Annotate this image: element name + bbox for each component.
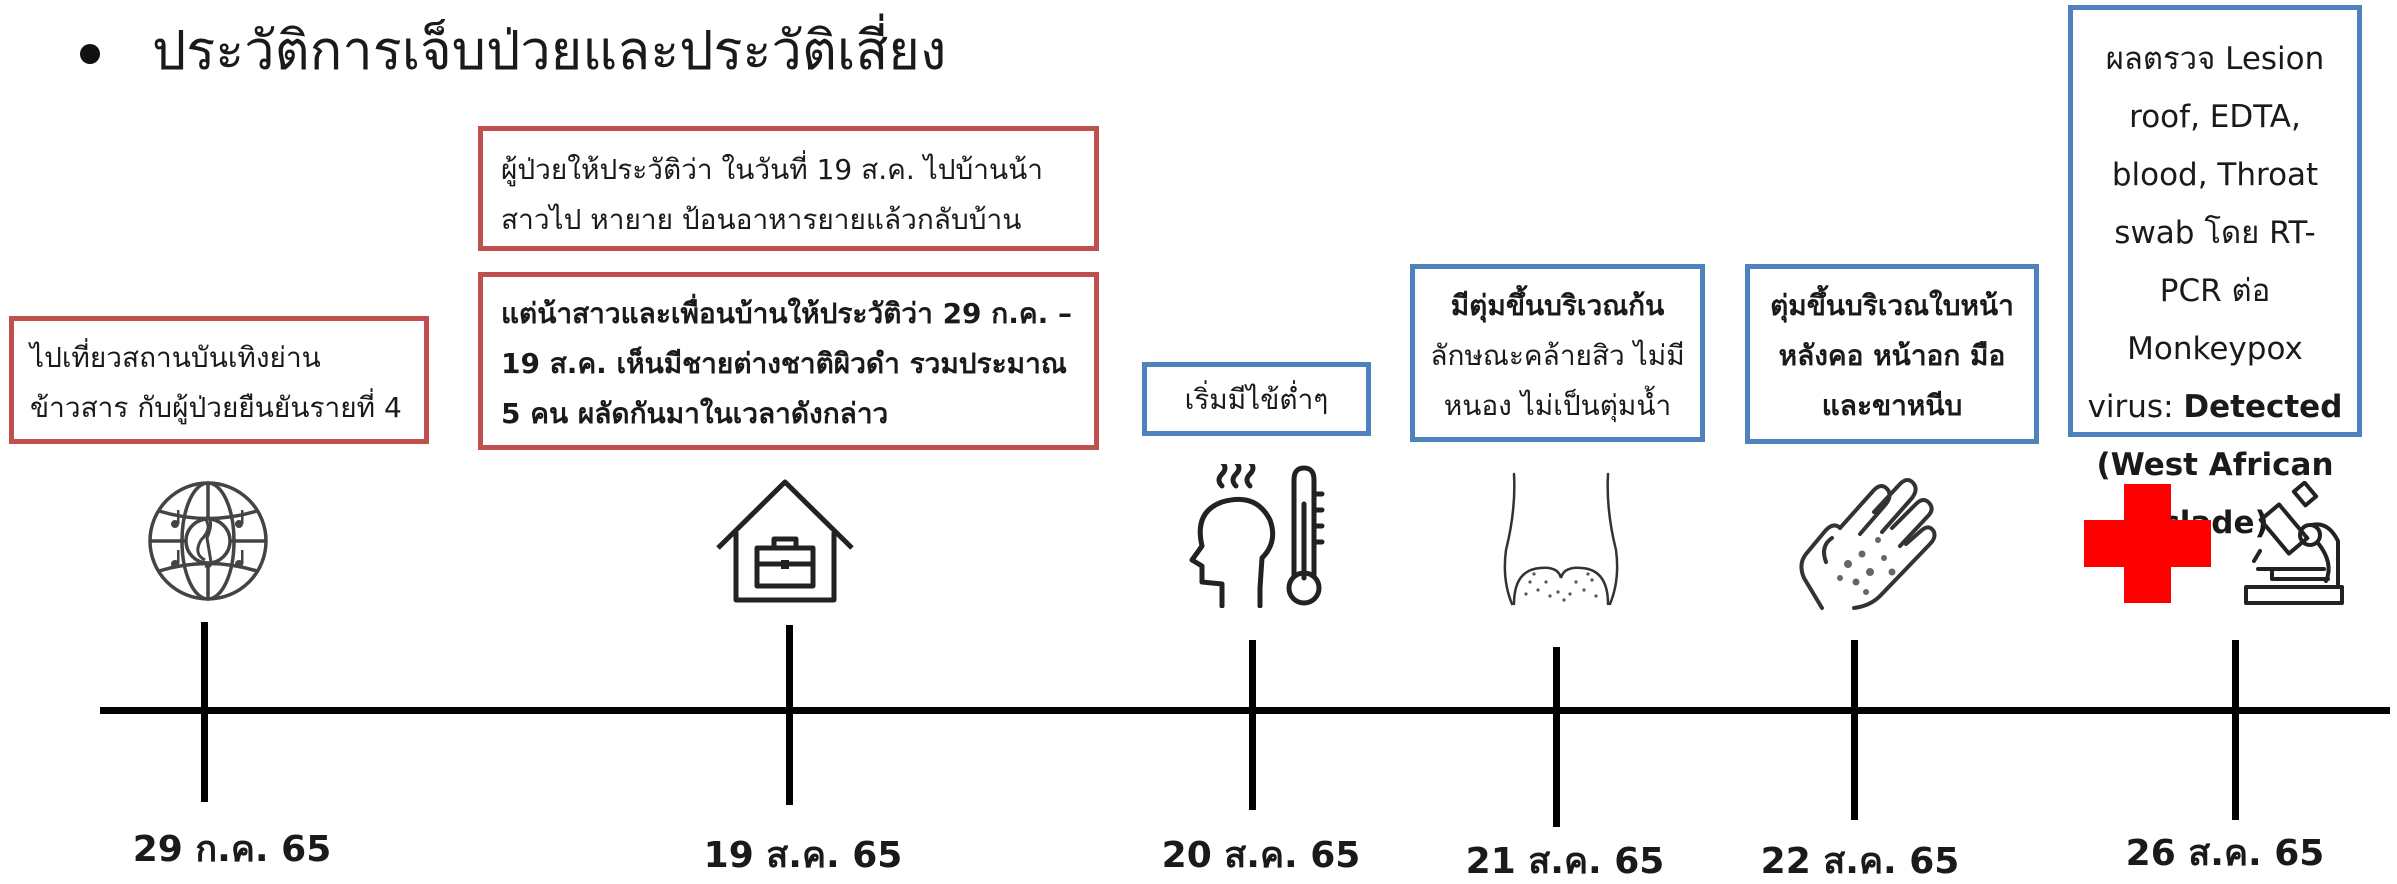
event-note-rest: ผลตรวจ Lesion roof, EDTA, blood, Throat … xyxy=(2087,41,2325,425)
event-note-box: ไปเที่ยวสถานบันเทิงย่านข้าวสาร กับผู้ป่ว… xyxy=(9,316,429,444)
event-note-box: แต่น้าสาวและเพื่อนบ้านให้ประวัติว่า 29 ก… xyxy=(478,272,1099,450)
timeline-tick xyxy=(1851,640,1858,820)
event-note-box: เริ่มมีไข้ต่ำๆ xyxy=(1142,362,1371,436)
event-note-bold: มีตุ่มขึ้นบริเวณก้น xyxy=(1450,289,1665,322)
event-note-box: ผลตรวจ Lesion roof, EDTA, blood, Throat … xyxy=(2068,5,2362,541)
event-note-text: ผู้ป่วยให้ประวัติว่า ในวันที่ 19 ส.ค. ไป… xyxy=(501,153,1043,236)
timeline-tick xyxy=(2232,640,2239,820)
event-note-rest: ลักษณะคล้ายสิว ไม่มี หนอง ไม่เป็นตุ่มน้ำ xyxy=(1430,339,1685,422)
event-note-text: ไปเที่ยวสถานบันเทิงย่านข้าวสาร กับผู้ป่ว… xyxy=(30,341,402,424)
timeline-date: 26 ส.ค. 65 xyxy=(2125,833,2325,874)
timeline-axis xyxy=(100,707,2390,714)
event-note-text: ผลตรวจ Lesion roof, EDTA, blood, Throat … xyxy=(2087,30,2343,552)
buttocks-rash-icon xyxy=(1503,472,1619,606)
page-title: ประวัติการเจ็บป่วยและประวัติเสี่ยง xyxy=(152,19,947,82)
timeline-tick xyxy=(1249,640,1256,810)
house-briefcase-icon xyxy=(716,479,854,603)
event-note-text: ตุ่มขึ้นบริเวณใบหน้า หลังคอ หน้าอก มือ แ… xyxy=(1770,289,2014,422)
timeline-date: 29 ก.ค. 65 xyxy=(132,829,332,870)
hand-rash-icon xyxy=(1799,478,1937,610)
event-note-text: มีตุ่มขึ้นบริเวณก้น ลักษณะคล้ายสิว ไม่มี… xyxy=(1423,281,1692,431)
timeline-date: 19 ส.ค. 65 xyxy=(703,835,903,876)
timeline-tick xyxy=(1553,647,1560,827)
timeline-date: 22 ส.ค. 65 xyxy=(1760,841,1960,882)
globe-music-icon xyxy=(148,481,268,601)
event-note-text: แต่น้าสาวและเพื่อนบ้านให้ประวัติว่า 29 ก… xyxy=(501,297,1072,430)
timeline-date: 21 ส.ค. 65 xyxy=(1465,841,1665,882)
timeline-tick xyxy=(786,625,793,805)
event-note-box: มีตุ่มขึ้นบริเวณก้น ลักษณะคล้ายสิว ไม่มี… xyxy=(1410,264,1705,442)
bullet-icon xyxy=(80,44,100,64)
timeline-date: 20 ส.ค. 65 xyxy=(1161,835,1361,876)
fever-head-thermometer-icon xyxy=(1189,464,1325,608)
timeline-tick xyxy=(201,622,208,802)
microscope-icon xyxy=(2244,481,2344,605)
event-note-text: เริ่มมีไข้ต่ำๆ xyxy=(1184,383,1329,416)
event-note-box: ผู้ป่วยให้ประวัติว่า ในวันที่ 19 ส.ค. ไป… xyxy=(478,126,1099,251)
event-note-box: ตุ่มขึ้นบริเวณใบหน้า หลังคอ หน้าอก มือ แ… xyxy=(1745,264,2039,444)
red-cross-icon xyxy=(2084,484,2211,603)
